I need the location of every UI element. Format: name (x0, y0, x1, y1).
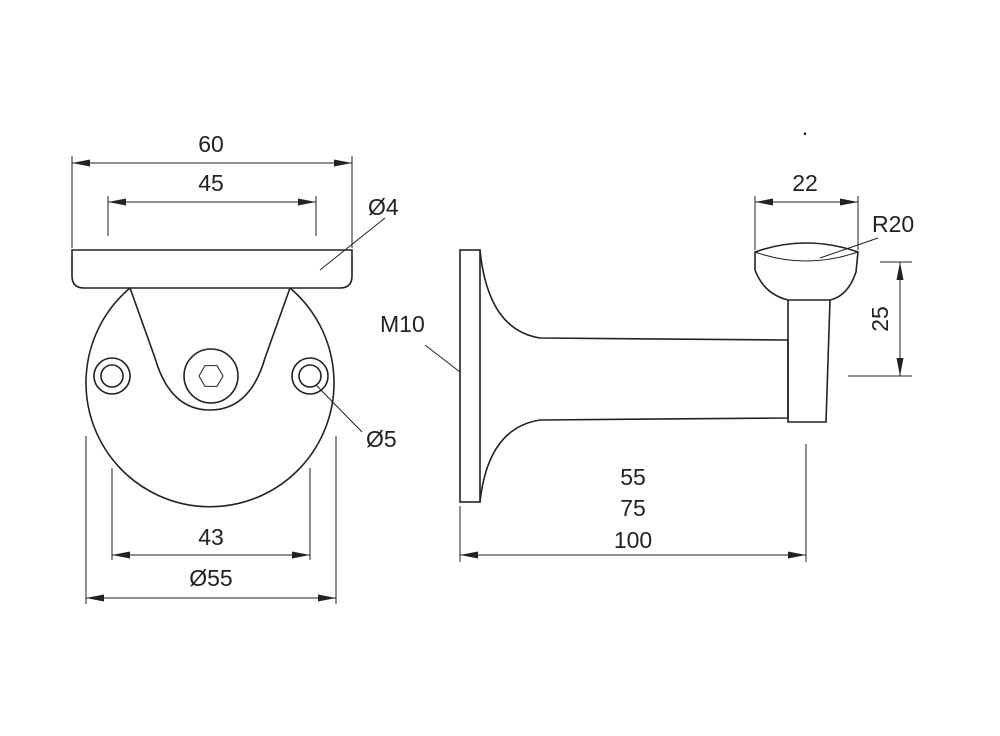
label-length-100: 100 (614, 527, 652, 553)
label-base-diameter: Ø55 (189, 565, 232, 591)
rail-plate (71, 249, 353, 289)
hex-socket-icon (198, 365, 224, 387)
wall-flange (459, 249, 481, 503)
dim-saddle-width (754, 196, 859, 250)
dim-saddle-height (848, 261, 912, 377)
label-radius: R20 (872, 211, 914, 237)
label-hole-spacing-top: 45 (198, 170, 224, 196)
right-hole-outer (291, 357, 329, 395)
dim-length (459, 444, 807, 562)
label-hole-spacing-bottom: 43 (198, 524, 224, 550)
left-hole-inner (100, 364, 124, 388)
side-hole-leader (315, 384, 363, 433)
dim-hole-spacing-top (107, 196, 317, 236)
base-disc (85, 287, 335, 508)
label-thread: M10 (380, 311, 425, 337)
label-length-75: 75 (620, 495, 646, 521)
front-view: 60 45 Ø4 Ø5 43 Ø55 (71, 131, 399, 604)
saddle-post (787, 299, 831, 423)
rail-saddle (754, 242, 859, 301)
saddle-curve (754, 251, 859, 262)
label-saddle-height: 25 (867, 306, 893, 332)
dim-width-overall (71, 156, 353, 248)
label-top-hole-diameter: Ø4 (368, 194, 399, 220)
left-hole-outer (93, 357, 131, 395)
support-web (129, 287, 291, 411)
stray-mark: · (801, 119, 809, 145)
dim-base-diameter (85, 436, 337, 604)
label-saddle-width: 22 (792, 170, 818, 196)
thread-leader (424, 344, 461, 373)
right-hole-inner (298, 364, 322, 388)
radius-leader (819, 237, 879, 259)
label-side-hole-diameter: Ø5 (366, 426, 397, 452)
center-screw-head (183, 348, 239, 404)
dim-hole-spacing-bottom (111, 468, 311, 560)
label-length-55: 55 (620, 464, 646, 490)
label-width-overall: 60 (198, 131, 224, 157)
side-view: · M10 22 R20 25 55 75 100 (380, 119, 914, 562)
